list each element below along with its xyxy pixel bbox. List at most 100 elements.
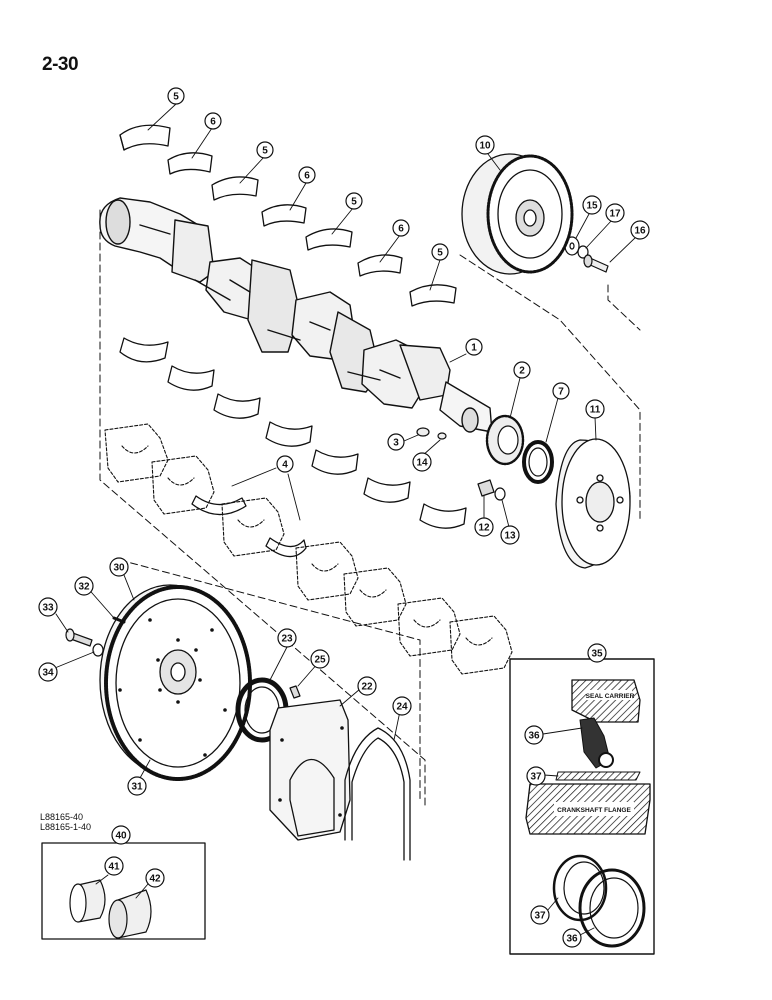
callout-16: 16 [630,220,650,240]
svg-text:25: 25 [314,655,326,666]
callout-42: 42 [145,868,165,888]
callout-37: 37 [530,905,550,925]
callout-5: 5 [167,87,185,105]
crankshaft-flange-label: CRANKSHAFT FLANGE [557,807,631,814]
upper-bearing-shells [119,124,457,307]
washer-34 [92,643,104,657]
seal-detail-box [509,658,655,955]
plug-42 [108,889,152,939]
crankshaft [99,197,493,433]
callout-40: 40 [111,825,131,845]
callout-6: 6 [392,219,410,237]
callout-11: 11 [585,399,605,419]
lockwasher-17 [577,245,589,259]
svg-text:34: 34 [42,668,54,679]
svg-text:5: 5 [437,248,443,259]
bolt-25 [289,685,301,699]
callout-24: 24 [392,696,412,716]
svg-text:3: 3 [393,438,399,449]
wear-sleeve-37 [555,771,641,781]
crankshaft-pulley [555,438,631,569]
svg-text:37: 37 [530,772,542,783]
bolt-16 [583,254,609,273]
seal-carrier-section [571,679,641,723]
crankshaft-flange-section [525,783,651,835]
callout-34: 34 [38,662,58,682]
svg-text:30: 30 [113,563,125,574]
gasket-24 [344,727,411,861]
lower-bearing-shells [119,337,467,529]
reference-code-2: L88165-1-40 [40,822,92,832]
svg-text:4: 4 [282,460,288,471]
callout-15: 15 [582,195,602,215]
svg-text:11: 11 [590,405,601,416]
svg-text:40: 40 [115,831,127,842]
callout-4: 4 [276,455,294,473]
callout-22: 22 [357,676,377,696]
washer-13 [494,487,506,501]
callout-17: 17 [605,203,625,223]
crankshaft-gear [485,414,525,466]
svg-text:33: 33 [42,603,54,614]
svg-text:35: 35 [591,649,603,660]
bushing-41 [69,879,106,923]
svg-text:41: 41 [108,862,120,873]
callout-3: 3 [387,433,405,451]
svg-text:31: 31 [131,782,143,793]
svg-text:23: 23 [281,634,293,645]
svg-text:10: 10 [479,141,491,152]
bolt-12 [477,479,495,497]
seal-36-standalone [578,868,646,948]
svg-text:5: 5 [173,92,179,103]
callout-36: 36 [524,725,544,745]
svg-text:6: 6 [398,224,404,235]
seal-carrier-label: SEAL CARRIER [586,693,635,700]
callout-6: 6 [204,112,222,130]
callout-5: 5 [431,243,449,261]
reference-code-1: L88165-40 [40,812,84,822]
svg-text:7: 7 [558,387,564,398]
callout-6: 6 [298,166,316,184]
svg-text:36: 36 [528,731,540,742]
callout-1: 1 [465,338,483,356]
callout-2: 2 [513,361,531,379]
callouts: 5 6 5 6 5 6 5 10 15 17 16 1 2 7 11 3 14 … [38,87,650,948]
flywheel-bolt-33 [65,628,93,647]
callout-23: 23 [277,628,297,648]
svg-text:32: 32 [78,582,90,593]
page-number: 2-30 [42,54,79,75]
callout-31: 31 [127,776,147,796]
callout-7: 7 [552,382,570,400]
svg-text:6: 6 [210,117,216,128]
svg-text:6: 6 [304,171,310,182]
svg-text:16: 16 [634,226,646,237]
svg-text:36: 36 [566,934,578,945]
timing-gear [461,153,574,275]
thrust-washers [191,495,307,558]
callout-35: 35 [587,643,607,663]
svg-text:15: 15 [586,201,598,212]
key-14 [437,432,447,440]
svg-text:42: 42 [149,874,161,885]
svg-text:5: 5 [351,197,357,208]
svg-text:13: 13 [504,531,516,542]
callout-37: 37 [526,766,546,786]
woodruff-key-3 [416,427,430,437]
svg-text:24: 24 [396,702,408,713]
callout-5: 5 [345,192,363,210]
svg-text:12: 12 [478,523,490,534]
svg-text:17: 17 [609,209,621,220]
callout-10: 10 [475,135,495,155]
dowel-pin-32 [112,616,126,624]
callout-13: 13 [500,525,520,545]
rear-seal-housing-22 [269,699,351,841]
callout-41: 41 [104,856,124,876]
callout-32: 32 [74,576,94,596]
flywheel-assembly [99,584,252,781]
main-bearing-caps [104,423,513,675]
svg-text:5: 5 [262,146,268,157]
seal-lip-36 [579,717,614,769]
washer-15 [564,236,580,256]
